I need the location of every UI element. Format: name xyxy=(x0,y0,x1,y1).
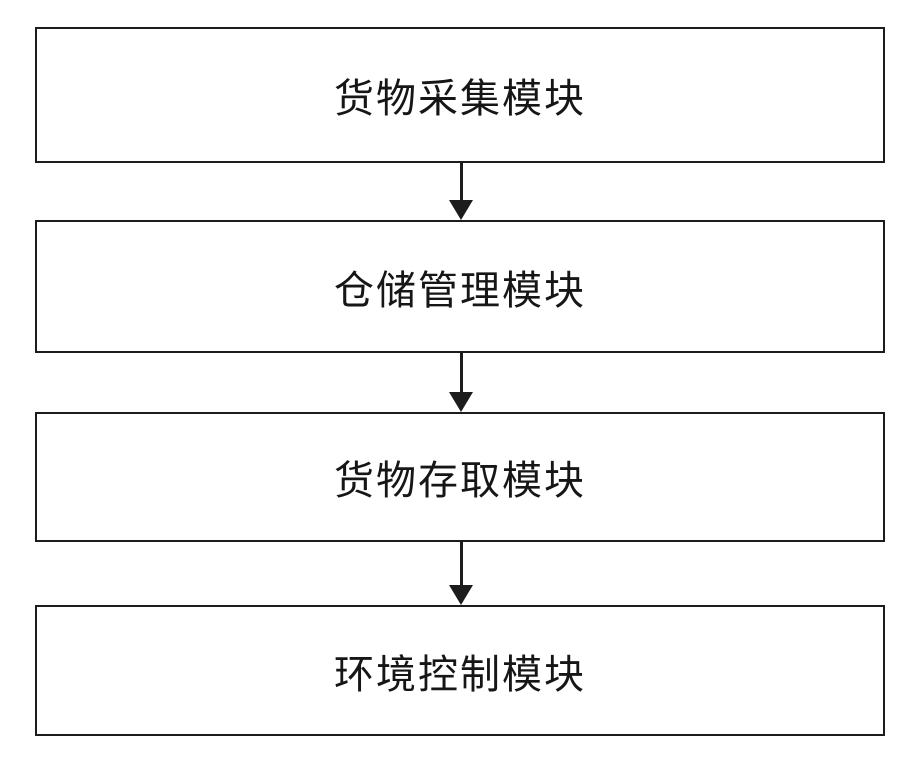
module-label: 货物采集模块 xyxy=(334,77,586,121)
module-label: 环境控制模块 xyxy=(334,652,586,697)
arrow-head xyxy=(449,392,473,412)
module-box-cargo-collection: 货物采集模块 xyxy=(35,27,885,163)
module-label: 仓储管理模块 xyxy=(334,268,586,313)
module-label: 货物存取模块 xyxy=(334,459,586,503)
arrow-head xyxy=(449,585,473,605)
arrow-stem xyxy=(459,163,463,200)
module-box-cargo-access: 货物存取模块 xyxy=(35,412,885,542)
arrow-stem xyxy=(459,542,463,585)
down-arrow-icon xyxy=(449,542,473,605)
arrow-stem xyxy=(459,353,463,392)
down-arrow-icon xyxy=(449,163,473,220)
module-box-warehouse-management: 仓储管理模块 xyxy=(35,220,885,353)
down-arrow-icon xyxy=(449,353,473,412)
arrow-head xyxy=(449,200,473,220)
module-box-environment-control: 环境控制模块 xyxy=(35,605,885,736)
